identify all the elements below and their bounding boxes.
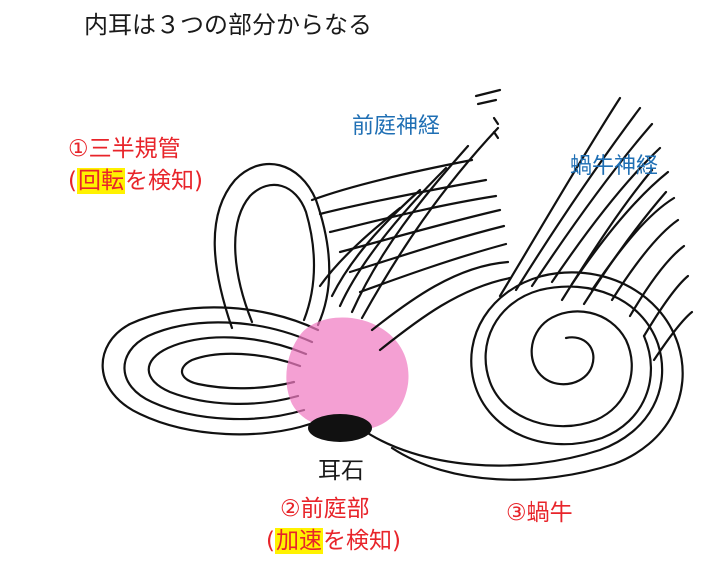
cochlea-label: ③蝸牛: [506, 500, 573, 526]
vestibular-nerve-fibers: [310, 88, 512, 352]
paren-open: (: [266, 528, 275, 554]
paren-open: (: [68, 168, 77, 194]
page-title: 内耳は３つの部分からなる: [84, 11, 372, 39]
semicircular-canals-label: ①三半規管: [68, 136, 181, 162]
vestibular-nerve-label: 前庭神経: [352, 114, 441, 139]
detect-text: を検知: [322, 528, 392, 554]
paren-close: ): [193, 168, 203, 194]
semicircular-canals-function: (回転を検知): [68, 168, 203, 194]
highlight-rotation: 回転: [76, 168, 125, 194]
paren-close: ): [391, 528, 401, 554]
cochlear-nerve-fibers: [498, 96, 694, 362]
otolith-label: 耳石: [318, 458, 364, 484]
cochlear-nerve-label: 蝸牛神経: [570, 154, 659, 179]
otolith-stone: [308, 414, 372, 442]
cochlea-spiral: [358, 271, 684, 481]
vestibule-label: ②前庭部: [280, 496, 370, 522]
detect-text: を検知: [124, 168, 194, 194]
vestibule: [286, 317, 409, 431]
vestibule-function: (加速を検知): [266, 528, 401, 554]
semicircular-canal-upper-loop: [213, 162, 331, 330]
highlight-acceleration: 加速: [274, 528, 323, 554]
semicircular-canal-lower-loops: [101, 306, 320, 436]
